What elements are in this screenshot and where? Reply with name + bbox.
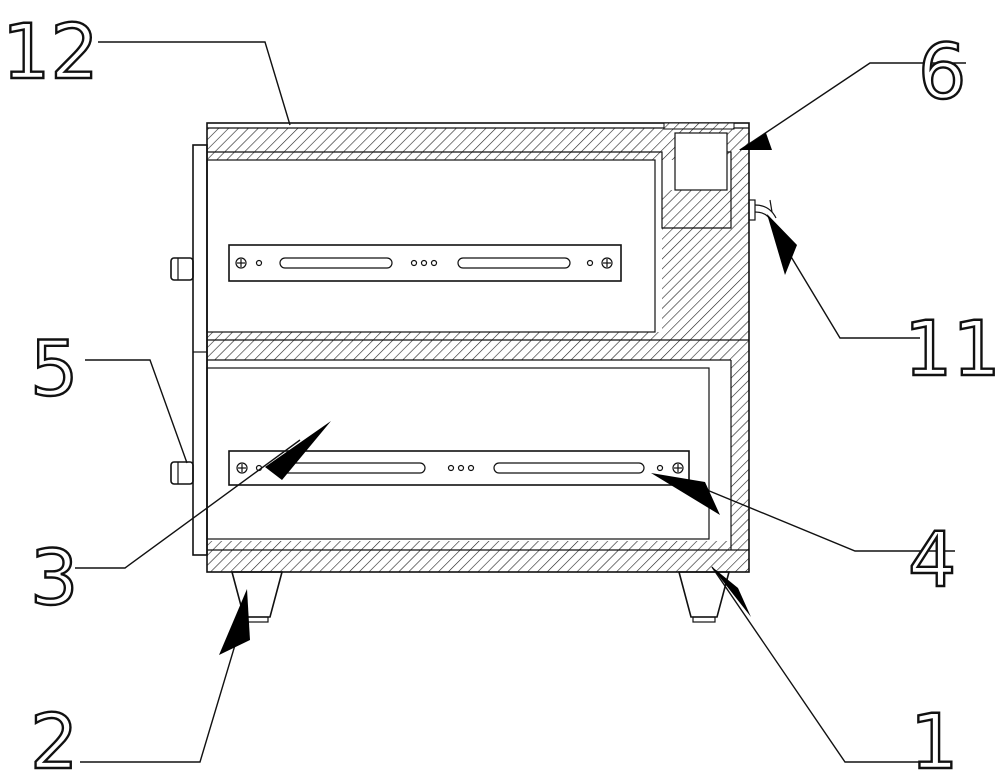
arrow-head-11: [767, 214, 797, 275]
callout-label-1: 1: [910, 697, 958, 773]
cabinet-wall-hatch: [207, 128, 749, 572]
arrow-head-6: [739, 133, 772, 150]
front-door-plate: [192, 144, 208, 556]
arrow-heads: [219, 133, 797, 655]
door-handle-upper: [170, 257, 194, 281]
cabinet-body: [206, 122, 750, 573]
callout-label-3: 3: [30, 533, 78, 622]
top-lid: [663, 122, 735, 130]
leader-lines: [75, 41, 966, 763]
arrow-head-2: [219, 589, 250, 655]
arrow-head-1: [711, 566, 751, 617]
callout-label-2: 2: [30, 697, 78, 773]
foot-right: [677, 571, 731, 623]
arrow-head-4: [651, 473, 720, 515]
arrow-head-3: [265, 421, 331, 480]
callout-label-4: 4: [908, 515, 956, 604]
callout-label-5: 5: [30, 324, 78, 413]
callout-label-6: 6: [918, 27, 966, 116]
water-box-cavity: [674, 132, 728, 191]
door-handle-lower: [170, 461, 194, 485]
drain-valve: [748, 199, 777, 223]
slide-rail-upper: [228, 244, 622, 282]
callout-label-11: 11: [904, 304, 1000, 393]
callout-label-12: 12: [2, 7, 99, 96]
